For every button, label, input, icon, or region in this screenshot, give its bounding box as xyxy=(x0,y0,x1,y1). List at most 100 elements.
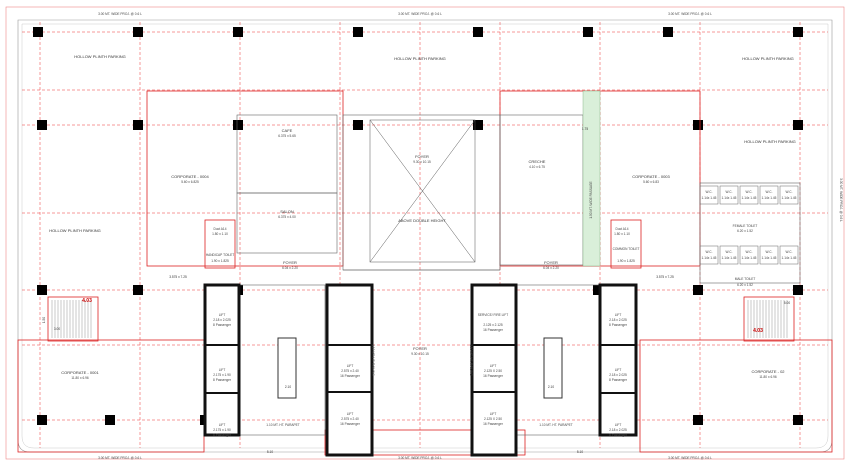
zone-corp-0001 xyxy=(17,339,205,453)
wc-dim-7: 1.14x 1.45 xyxy=(742,256,757,260)
lift-cr-cap-1: 16 Passenger xyxy=(483,422,504,426)
lift-left-cap-0: 8 Passenger xyxy=(213,323,232,327)
duct-a-label: Duct A14 xyxy=(214,227,227,231)
railing-label-l: 1.10 MT. HT. RAILING xyxy=(371,344,375,376)
foyer-l-label: FOYER xyxy=(283,260,297,265)
corp-0004-dim: 5.60 x 6.825 xyxy=(181,180,199,184)
lift-right-title-1: LIFT xyxy=(615,368,622,372)
handicap-label: HANDICAP TOILET xyxy=(206,253,234,257)
salon-dim: 6.375 x 4.00 xyxy=(278,215,296,219)
zone-stair-left xyxy=(47,296,99,342)
wc-label-1: W.C. xyxy=(726,190,733,194)
wc-dim-6: 1.14x 1.45 xyxy=(722,256,737,260)
corp-02-label: CORPORATE - 02 xyxy=(751,369,785,374)
lift-cl-cap-0: 16 Passenger xyxy=(340,374,361,378)
fire-lift-dim: 2.125 x 2.125 xyxy=(483,323,503,327)
column-3 xyxy=(353,27,363,37)
cafe-label: CAFE xyxy=(282,128,293,133)
column-1 xyxy=(133,27,143,37)
fire-lift-label: SERVICE/ FIRE LIFT xyxy=(478,313,508,317)
hollow-label-5: HOLLOW PLINTH PARKING xyxy=(49,228,101,233)
wc-box-9 xyxy=(779,245,799,265)
lift-cr-dim-0: 2.125 X 2.50 xyxy=(484,369,502,373)
top-road-label-2: 3.00 MT. WIDE PROJ. @ 0.6 L xyxy=(398,12,442,16)
fire-lift-cap: 16 Passenger xyxy=(483,328,504,332)
duct-a-dim: 1.80 x 1.10 xyxy=(212,232,228,236)
zone-common-toilet xyxy=(610,219,642,269)
wc-label-3: W.C. xyxy=(766,190,773,194)
foyer-r-dim: 6.04 x 2.20 xyxy=(543,266,559,270)
shaft-0 xyxy=(203,283,241,437)
wc-dim-2: 1.14x 1.45 xyxy=(742,196,757,200)
dim-7: 1.50 xyxy=(42,317,46,323)
room-labels: HOLLOW PLINTH PARKING HOLLOW PLINTH PARK… xyxy=(49,54,796,380)
dim-10: 2.10 xyxy=(548,385,554,389)
lift-left-dim-1: 2.175 x 1.90 xyxy=(213,373,231,377)
structural-grid xyxy=(22,22,828,448)
zones xyxy=(17,90,833,456)
dim-12: 5.10 xyxy=(577,450,583,454)
lift-left-dim-2: 2.175 x 1.90 xyxy=(213,428,231,432)
lift-left-title-0: LIFT xyxy=(219,313,226,317)
wc-dim-9: 1.14x 1.45 xyxy=(782,256,797,260)
column-19 xyxy=(593,285,603,295)
lift-cl-cap-1: 16 Passenger xyxy=(340,422,361,426)
foyer-top-dim: 9.30 x 10.15 xyxy=(413,160,431,164)
lift-cr-title-0: LIFT xyxy=(490,364,497,368)
corp-0003-dim: 5.60 x 6.83 xyxy=(643,180,659,184)
dim-9: 2.10 xyxy=(285,385,291,389)
corp-0004-label: CORPORATE - 0004 xyxy=(171,174,209,179)
wc-box-1 xyxy=(719,185,739,205)
hollow-label-1: HOLLOW PLINTH PARKING xyxy=(74,54,126,59)
female-toilet-dim: 6.20 x 1.52 xyxy=(737,229,753,233)
foyer-c-dim: 9.30 x 10.15 xyxy=(411,352,429,356)
column-22 xyxy=(37,415,47,425)
lift-right-dim-2: 2.18 x 2.025 xyxy=(609,428,627,432)
lift-right-cap-2: 8 Passenger xyxy=(609,433,628,437)
dim-1: 3.575 x 7.25 xyxy=(169,275,187,279)
wc-dim-3: 1.14x 1.45 xyxy=(762,196,777,200)
wc-dim-8: 1.14x 1.45 xyxy=(762,256,777,260)
inner-slab-edge xyxy=(21,23,829,449)
shaft-3 xyxy=(598,283,638,437)
lift-cl-dim-0: 2.575 x 2.40 xyxy=(341,369,359,373)
bottom-road-label-2: 3.00 MT. WIDE PROJ. @ 0.6 L xyxy=(398,456,442,460)
railing-label-r: 1.10 MT. HT. RAILING xyxy=(469,344,473,376)
lift-right-cap-1: 8 Passenger xyxy=(609,378,628,382)
creche-wall xyxy=(499,114,584,266)
columns xyxy=(33,27,803,425)
wc-box-6 xyxy=(719,245,739,265)
wc-box-3 xyxy=(759,185,779,205)
lift-right-dim-1: 2.18 x 2.025 xyxy=(609,373,627,377)
male-toilet-dim: 6.20 x 1.52 xyxy=(737,283,753,287)
wc-dim-0: 1.14x 1.45 xyxy=(702,196,717,200)
wc-label-6: W.C. xyxy=(726,250,733,254)
lift-left-dim-0: 2.18 x 2.025 xyxy=(213,318,231,322)
top-road-label-1: 3.00 MT. WIDE PROJ. @ 0.6 L xyxy=(98,12,142,16)
creche-label: CRECHE xyxy=(529,159,546,164)
column-5 xyxy=(583,27,593,37)
walls xyxy=(236,114,801,436)
column-12 xyxy=(473,120,483,130)
wc-box-8 xyxy=(759,245,779,265)
cafe-dim: 6.375 x 5.65 xyxy=(278,134,296,138)
male-toilet-label: MALE TOILET xyxy=(735,277,756,281)
side-road-label: 3.00 MT. WIDE PROJ. @ 0.6 L xyxy=(839,178,843,222)
lift-right-title-0: LIFT xyxy=(615,313,622,317)
lift-cl-title-1: LIFT xyxy=(347,412,354,416)
wc-box-2 xyxy=(739,185,759,205)
wc-label-0: W.C. xyxy=(706,190,713,194)
column-8 xyxy=(37,120,47,130)
column-17 xyxy=(133,285,143,295)
foyer-top-label: FOYER xyxy=(415,154,429,159)
lift-right-title-2: LIFT xyxy=(615,423,622,427)
column-6 xyxy=(663,27,673,37)
column-7 xyxy=(793,27,803,37)
duct-b-label: Duct A14 xyxy=(616,227,629,231)
plot-boundary xyxy=(5,6,845,460)
bottom-road-label-1: 3.00 MT. WIDE PROJ. @ 0.6 L xyxy=(98,456,142,460)
wc-label-9: W.C. xyxy=(786,250,793,254)
duct-b-dim: 1.80 x 1.10 xyxy=(614,232,630,236)
above-dh-label: ABOVE DOUBLE HEIGHT xyxy=(398,218,446,223)
hollow-label-3: HOLLOW PLINTH PARKING xyxy=(742,56,794,61)
